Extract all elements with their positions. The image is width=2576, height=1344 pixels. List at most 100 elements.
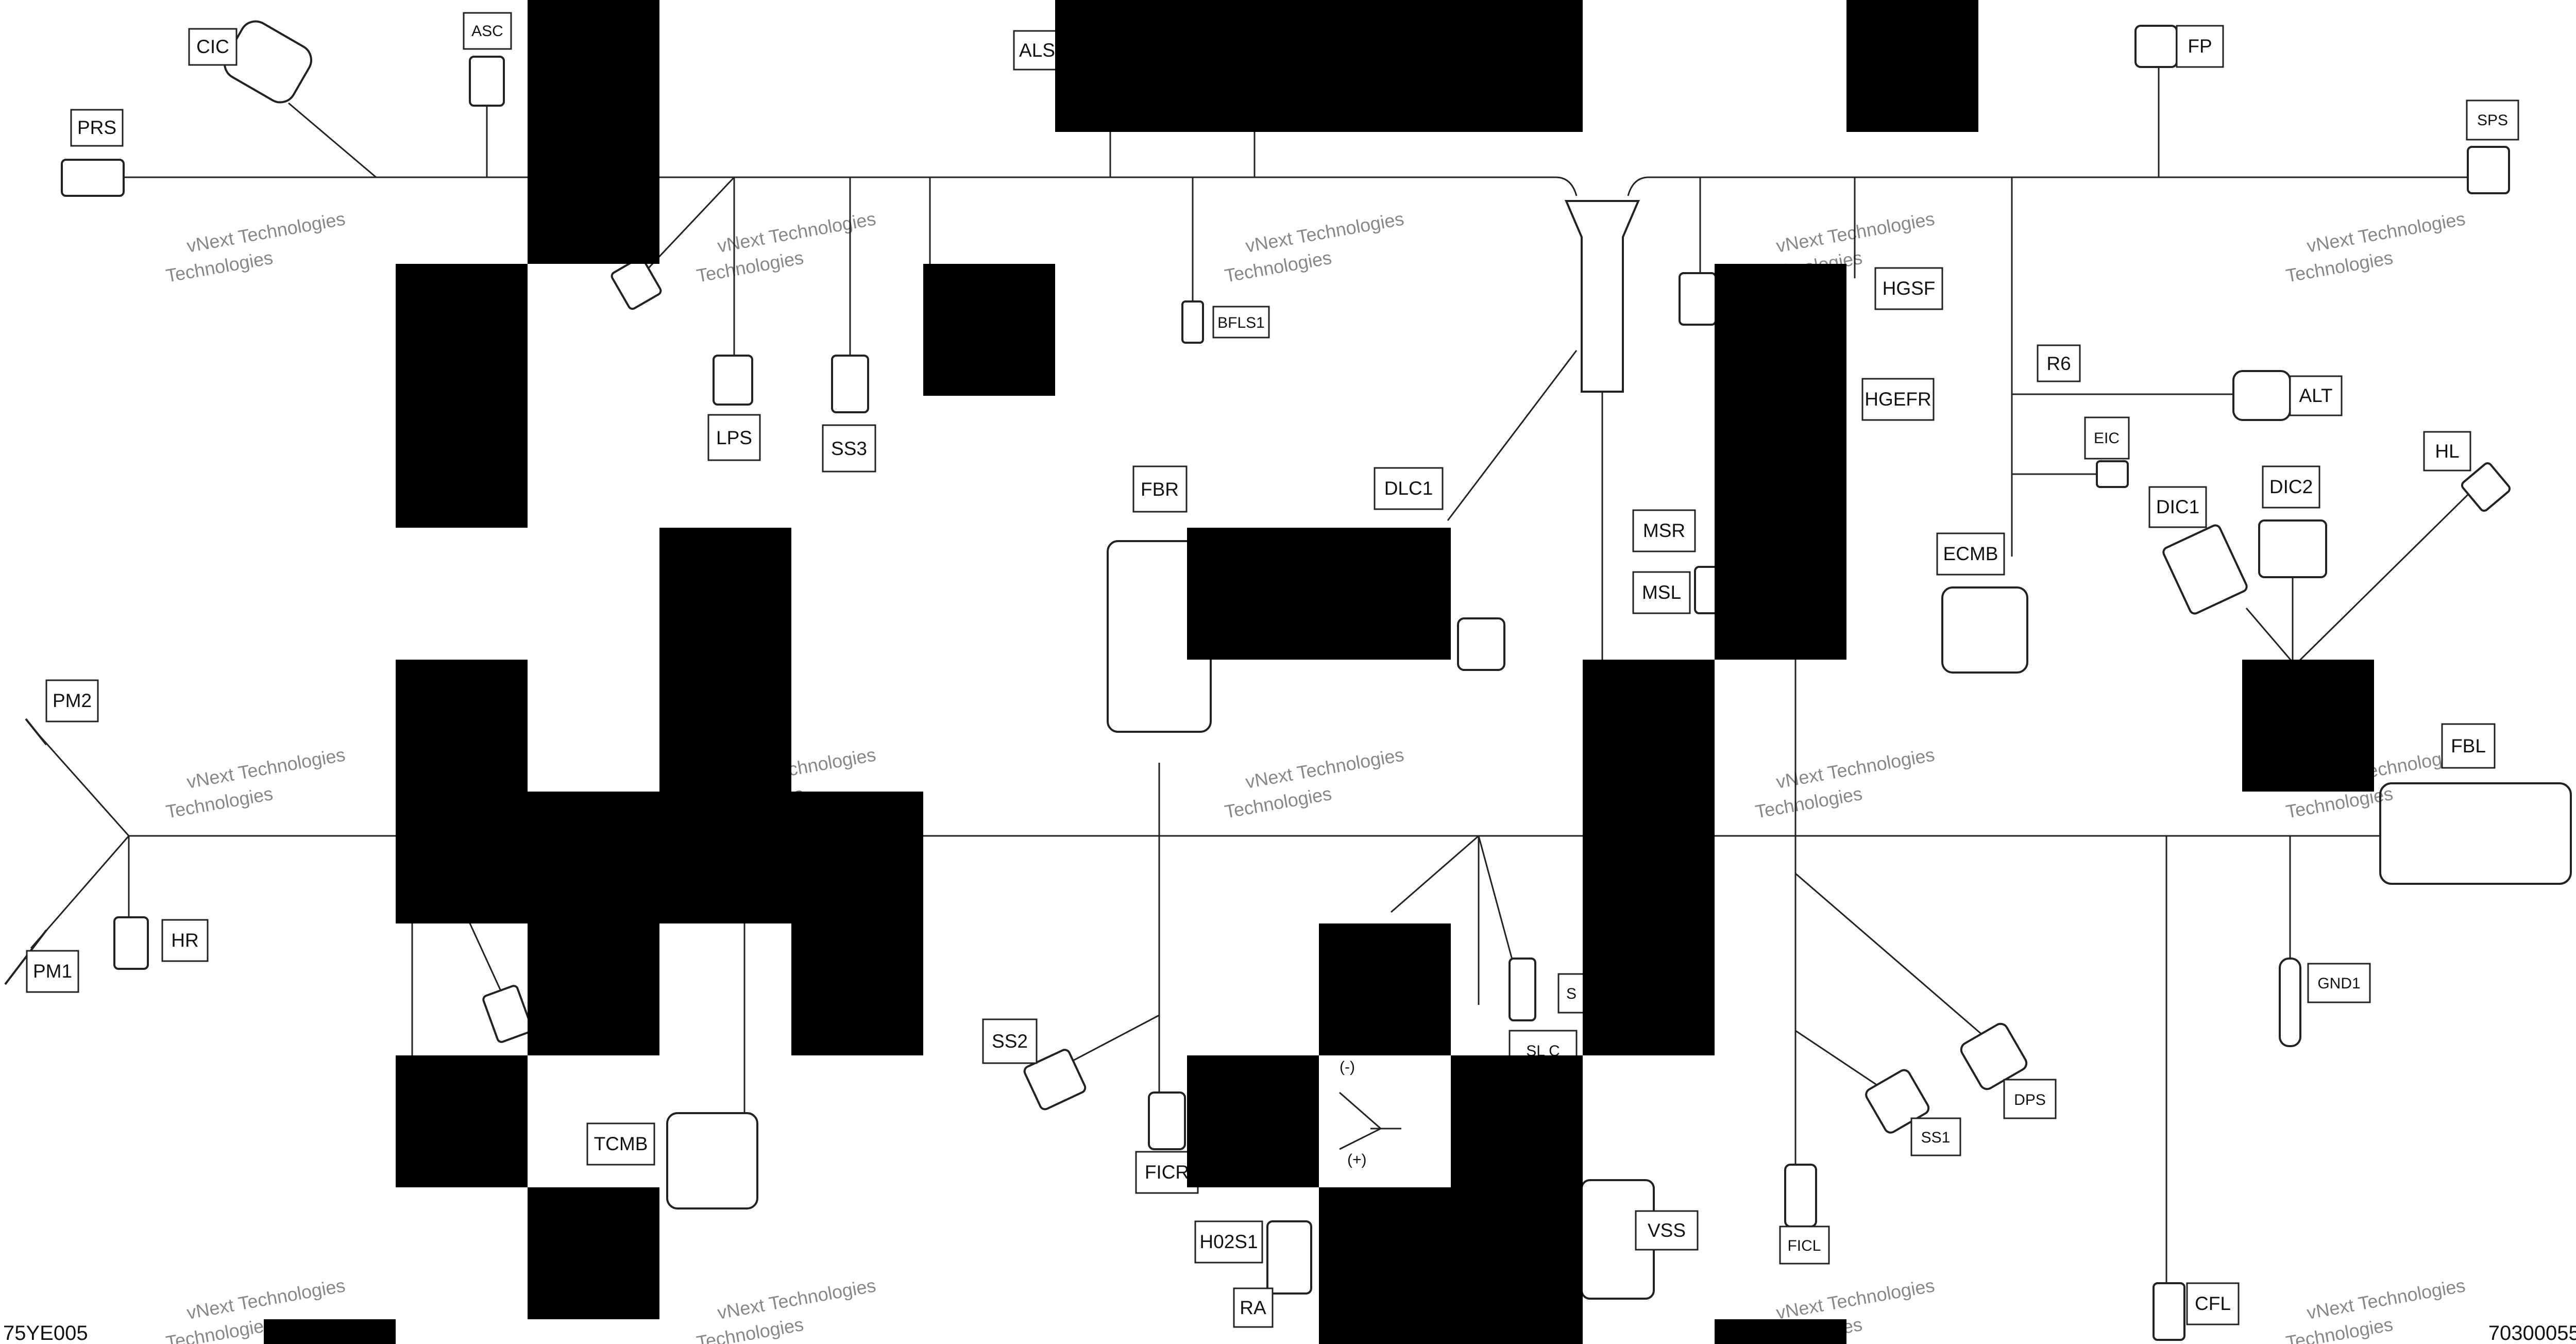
label-als: ALS <box>1013 30 1061 71</box>
dic2-connector-icon <box>2258 519 2327 578</box>
label-tcmb: TCMB <box>586 1122 655 1166</box>
svg-text:HGSF: HGSF <box>1883 278 1936 299</box>
h02s1-connector-icon <box>1266 1220 1312 1295</box>
ficl-connector-icon <box>1784 1164 1817 1228</box>
label-asc: ASC <box>463 12 512 50</box>
wire-top-trunk-curve-left <box>1555 176 1578 196</box>
tcmb-connector-icon <box>666 1112 758 1209</box>
label-pm2: PM2 <box>45 679 99 723</box>
plug-3-connector-icon <box>1457 617 1505 671</box>
label-hgefr: HGEFR <box>1861 378 1935 421</box>
dic1-connector-icon <box>2162 524 2248 615</box>
ecmb-connector-icon <box>1941 586 2028 674</box>
drawing-code-left: 75YE005 <box>3 1322 88 1344</box>
redaction-block <box>1451 1055 1583 1344</box>
svg-text:MSL: MSL <box>1642 582 1681 603</box>
label-h02s1: H02S1 <box>1194 1220 1263 1264</box>
svg-text:ALS: ALS <box>1019 40 1055 61</box>
svg-text:Technologies: Technologies <box>1223 783 1333 822</box>
label-fbl: FBL <box>2441 723 2496 769</box>
svg-text:Technologies: Technologies <box>1223 247 1333 287</box>
redaction-block <box>264 1319 396 1344</box>
svg-text:Technologies: Technologies <box>2284 1314 2395 1344</box>
label-ficl: FICL <box>1779 1225 1830 1265</box>
svg-text:FP: FP <box>2188 36 2212 57</box>
fp-connector-icon <box>2134 25 2178 68</box>
svg-text:Technologies: Technologies <box>164 247 275 287</box>
wire-dlc1 <box>1447 350 1578 521</box>
wire-ss1 <box>1795 1030 1881 1088</box>
wire-dic1 <box>2245 608 2294 663</box>
label-eic: EIC <box>2084 416 2130 460</box>
svg-text:TCMB: TCMB <box>594 1133 648 1154</box>
wire-center-hub-1 <box>1391 835 1479 913</box>
wire-pm2 <box>35 731 130 836</box>
ss2-connector-icon <box>1023 1049 1087 1111</box>
ss3-connector-icon <box>831 355 869 413</box>
redaction-block <box>923 264 1055 396</box>
gnd1-terminal-icon <box>2279 957 2301 1047</box>
svg-text:VSS: VSS <box>1648 1220 1686 1241</box>
svg-text:SS3: SS3 <box>831 438 867 459</box>
sps-connector-icon <box>2467 146 2510 194</box>
drawing-code-right: 703000554 <box>2488 1322 2576 1344</box>
svg-text:EIC: EIC <box>2094 430 2120 447</box>
label-sps: SPS <box>2466 99 2519 141</box>
svg-text:ECMB: ECMB <box>1943 543 1998 564</box>
label-hl: HL <box>2423 431 2471 472</box>
redaction-block <box>1715 1319 1846 1344</box>
wire-hl <box>2297 494 2469 663</box>
svg-text:H02S1: H02S1 <box>1199 1231 1258 1252</box>
svg-text:FICR: FICR <box>1145 1162 1189 1183</box>
label-hr: HR <box>161 919 209 962</box>
label-cic: CIC <box>188 28 238 66</box>
redaction-block <box>528 1187 659 1319</box>
wire-polarity-2 <box>1339 1091 1381 1130</box>
hr-connector-icon <box>113 916 149 970</box>
label-alt: ALT <box>2289 375 2343 416</box>
redaction-block <box>1187 528 1451 660</box>
label-s-partial: S <box>1557 973 1585 1014</box>
svg-text:FBR: FBR <box>1141 479 1179 500</box>
label-fp: FP <box>2176 25 2224 68</box>
svg-text:Technologies: Technologies <box>164 1314 275 1344</box>
plug-1-connector-icon <box>611 257 662 310</box>
label-hgsf: HGSF <box>1874 267 1943 310</box>
asc-connector-icon <box>469 56 505 107</box>
redaction-block <box>1319 1187 1451 1344</box>
polarity-plus-label: (+) <box>1347 1151 1367 1168</box>
redaction-block <box>1846 0 1978 132</box>
wire-pm1 <box>30 835 130 949</box>
svg-text:Technologies: Technologies <box>695 247 805 287</box>
lps-connector-icon <box>713 355 753 406</box>
wire-center-hub-2 <box>1478 835 1516 969</box>
svg-text:HGEFR: HGEFR <box>1865 389 1931 410</box>
connector-labels: PRS CIC ASC ALS FP SPS BFLS1 LPS SS3 HGS… <box>26 12 2519 1328</box>
redaction-block <box>396 1055 528 1187</box>
redaction-block <box>1583 660 1715 1055</box>
svg-text:Technologies: Technologies <box>1754 783 1864 822</box>
svg-text:CFL: CFL <box>2195 1293 2231 1314</box>
ficr-connector-icon <box>1148 1091 1186 1150</box>
label-vss: VSS <box>1635 1210 1699 1251</box>
svg-text:GND1: GND1 <box>2317 975 2360 992</box>
label-bfls1: BFLS1 <box>1212 306 1270 339</box>
label-ss3: SS3 <box>822 424 876 473</box>
svg-text:Technologies: Technologies <box>164 783 275 822</box>
plug-2-connector-icon <box>1679 272 1717 326</box>
label-ss2: SS2 <box>982 1018 1038 1064</box>
label-dic2: DIC2 <box>2262 465 2320 509</box>
svg-text:SPS: SPS <box>2477 112 2508 129</box>
redaction-block <box>2242 660 2374 792</box>
svg-text:Technologies: Technologies <box>2284 247 2395 287</box>
svg-text:S: S <box>1566 985 1577 1002</box>
plug-4-connector-icon <box>482 985 533 1043</box>
